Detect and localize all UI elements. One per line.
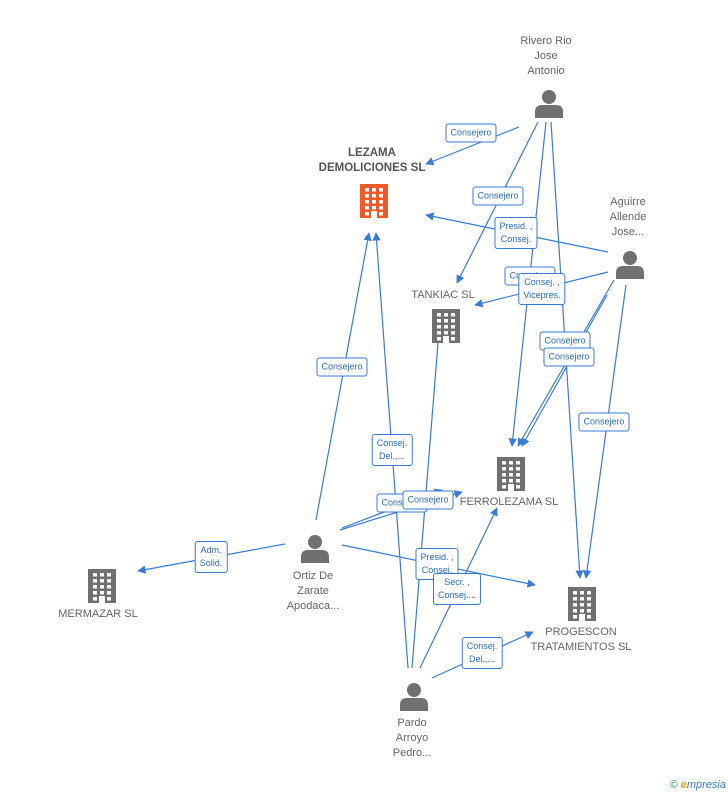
edge-label[interactable]: Consej. Del.,...: [371, 434, 413, 466]
edge-label[interactable]: Consejero: [543, 347, 595, 367]
edge-label[interactable]: Consej. , Vicepres.: [518, 273, 566, 305]
edge-label[interactable]: Consejero: [472, 186, 524, 206]
building-icon[interactable]: [360, 184, 388, 218]
edge-line: [425, 126, 520, 166]
building-icon[interactable]: [497, 457, 525, 491]
edge-label[interactable]: Consejero: [445, 123, 497, 143]
building-icon[interactable]: [432, 309, 460, 343]
person-icon[interactable]: [535, 90, 563, 118]
footer-brand: ©empresia: [670, 779, 726, 791]
node-label-rivero[interactable]: Rivero Rio Jose Antonio: [520, 35, 572, 77]
edge-line: [582, 284, 627, 579]
node-label-aguirre[interactable]: Aguirre Allende Jose...: [609, 196, 647, 238]
building-icon[interactable]: [88, 569, 116, 603]
node-label-ferrolezama[interactable]: FERROLEZAMA SL: [459, 496, 559, 508]
node-label-tankiac[interactable]: TANKIAC SL: [411, 289, 475, 301]
node-label-ortiz[interactable]: Ortiz De Zarate Apodaca...: [286, 570, 340, 612]
edge-label[interactable]: Consejero: [578, 412, 630, 432]
person-icon[interactable]: [616, 251, 644, 279]
person-icon[interactable]: [301, 535, 329, 563]
person-icon[interactable]: [400, 683, 428, 711]
copyright-icon: ©: [669, 779, 678, 791]
building-icon[interactable]: [568, 587, 596, 621]
node-label-lezama[interactable]: LEZAMA DEMOLICIONES SL: [318, 147, 426, 174]
edge-label[interactable]: Consejero: [402, 490, 454, 510]
node-label-progescon[interactable]: PROGESCON TRATAMIENTOS SL: [530, 626, 632, 653]
brand-name: mpresia: [686, 779, 726, 791]
edge-label[interactable]: Secr. , Consej....: [432, 573, 482, 605]
edge-line: [521, 294, 608, 447]
edge-label[interactable]: Adm. Solid.: [194, 541, 228, 573]
brand-logo-e: e: [680, 779, 687, 791]
icons-layer: [88, 90, 644, 711]
edge-label[interactable]: Consej. Del.,...: [461, 637, 503, 669]
node-label-pardo[interactable]: Pardo Arroyo Pedro...: [392, 717, 432, 759]
edge-label[interactable]: Presid. , Consej.: [494, 217, 538, 249]
edge-label[interactable]: Consejero: [316, 357, 368, 377]
edge-line: [315, 232, 372, 521]
node-label-mermazar[interactable]: MERMAZAR SL: [58, 608, 138, 620]
